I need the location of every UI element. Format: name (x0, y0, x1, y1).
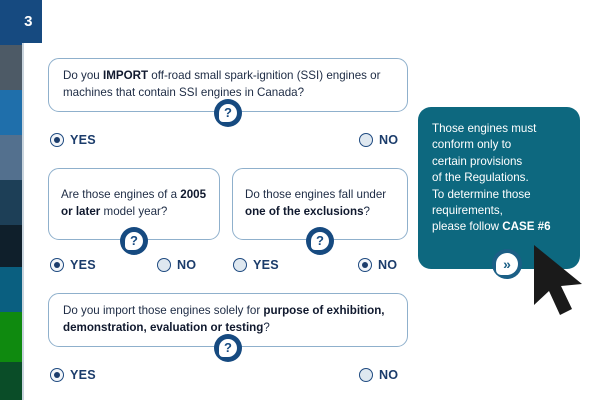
question-mark-icon[interactable]: ? (214, 334, 242, 362)
question-text-purpose: Do you import those engines solely for p… (63, 304, 385, 334)
badge-bubble (125, 232, 143, 250)
radio-option-purpose-no[interactable]: NO (359, 368, 398, 382)
result-panel: Those engines must conform only to certain… (418, 107, 580, 269)
question-box-model-year: Are those engines of a 2005 or later mod… (48, 168, 220, 240)
radio-option-import-yes[interactable]: YES (50, 133, 96, 147)
rail-band-green (0, 312, 22, 362)
radio-label: NO (378, 258, 398, 272)
rail-band-dark-slate (0, 180, 22, 225)
question-text-exclusions: Do those engines fall under one of the e… (245, 188, 387, 218)
result-line-case: please follow CASE #6 (432, 220, 551, 234)
double-chevron-right-icon[interactable]: » (492, 249, 522, 279)
question-mark-icon[interactable]: ? (214, 99, 242, 127)
badge-bubble (219, 339, 237, 357)
badge-glyph: ? (224, 340, 232, 355)
rail-band-medium-blue (0, 90, 22, 135)
rail-band-near-black (0, 225, 22, 267)
radio-label: NO (379, 133, 399, 147)
page-number-badge: 3 (0, 0, 42, 43)
question-text-model-year: Are those engines of a 2005 or later mod… (61, 188, 207, 218)
radio-option-import-no[interactable]: NO (359, 133, 398, 147)
radio-indicator (359, 368, 373, 382)
radio-label: YES (70, 368, 96, 382)
question-mark-icon[interactable]: ? (306, 227, 334, 255)
color-rail (0, 0, 22, 400)
radio-option-exclusions-yes[interactable]: YES (233, 258, 279, 272)
rail-divider (22, 0, 24, 400)
radio-indicator (233, 258, 247, 272)
rail-band-steel-blue (0, 135, 22, 180)
radio-option-model-year-yes[interactable]: YES (50, 258, 96, 272)
radio-indicator (157, 258, 171, 272)
result-line: To determine those (432, 187, 531, 201)
result-line: requirements, (432, 204, 503, 218)
question-box-import: Do you IMPORT off-road small spark-ignit… (48, 58, 408, 112)
radio-label: NO (177, 258, 197, 272)
badge-bubble (496, 253, 518, 275)
rail-band-teal-blue (0, 267, 22, 312)
radio-option-exclusions-no[interactable]: NO (358, 258, 397, 272)
radio-option-purpose-yes[interactable]: YES (50, 368, 96, 382)
result-panel-text: Those engines must conform only to certain… (418, 107, 580, 236)
radio-label: YES (253, 258, 279, 272)
case-reference: CASE #6 (502, 220, 551, 234)
radio-indicator (50, 258, 64, 272)
rail-band-slate-gray (0, 45, 22, 90)
radio-indicator (358, 258, 372, 272)
badge-glyph: ? (316, 233, 324, 248)
radio-label: YES (70, 258, 96, 272)
badge-bubble (219, 104, 237, 122)
badge-glyph: ? (130, 233, 138, 248)
radio-indicator (50, 368, 64, 382)
result-line: certain provisions (432, 154, 523, 168)
rail-band-dark-green (0, 362, 22, 400)
badge-glyph: ? (224, 105, 232, 120)
radio-indicator (359, 133, 373, 147)
mouse-pointer-icon (530, 243, 594, 317)
result-line: of the Regulations. (432, 171, 529, 185)
badge-glyph: » (503, 255, 511, 272)
question-text-import: Do you IMPORT off-road small spark-ignit… (63, 69, 381, 99)
question-mark-icon[interactable]: ? (120, 227, 148, 255)
result-line: Those engines must (432, 122, 537, 135)
badge-bubble (311, 232, 329, 250)
radio-label: NO (379, 368, 399, 382)
radio-option-model-year-no[interactable]: NO (157, 258, 196, 272)
radio-indicator (50, 133, 64, 147)
page-number-label: 3 (24, 13, 33, 30)
result-line: conform only to (432, 138, 512, 152)
radio-label: YES (70, 133, 96, 147)
